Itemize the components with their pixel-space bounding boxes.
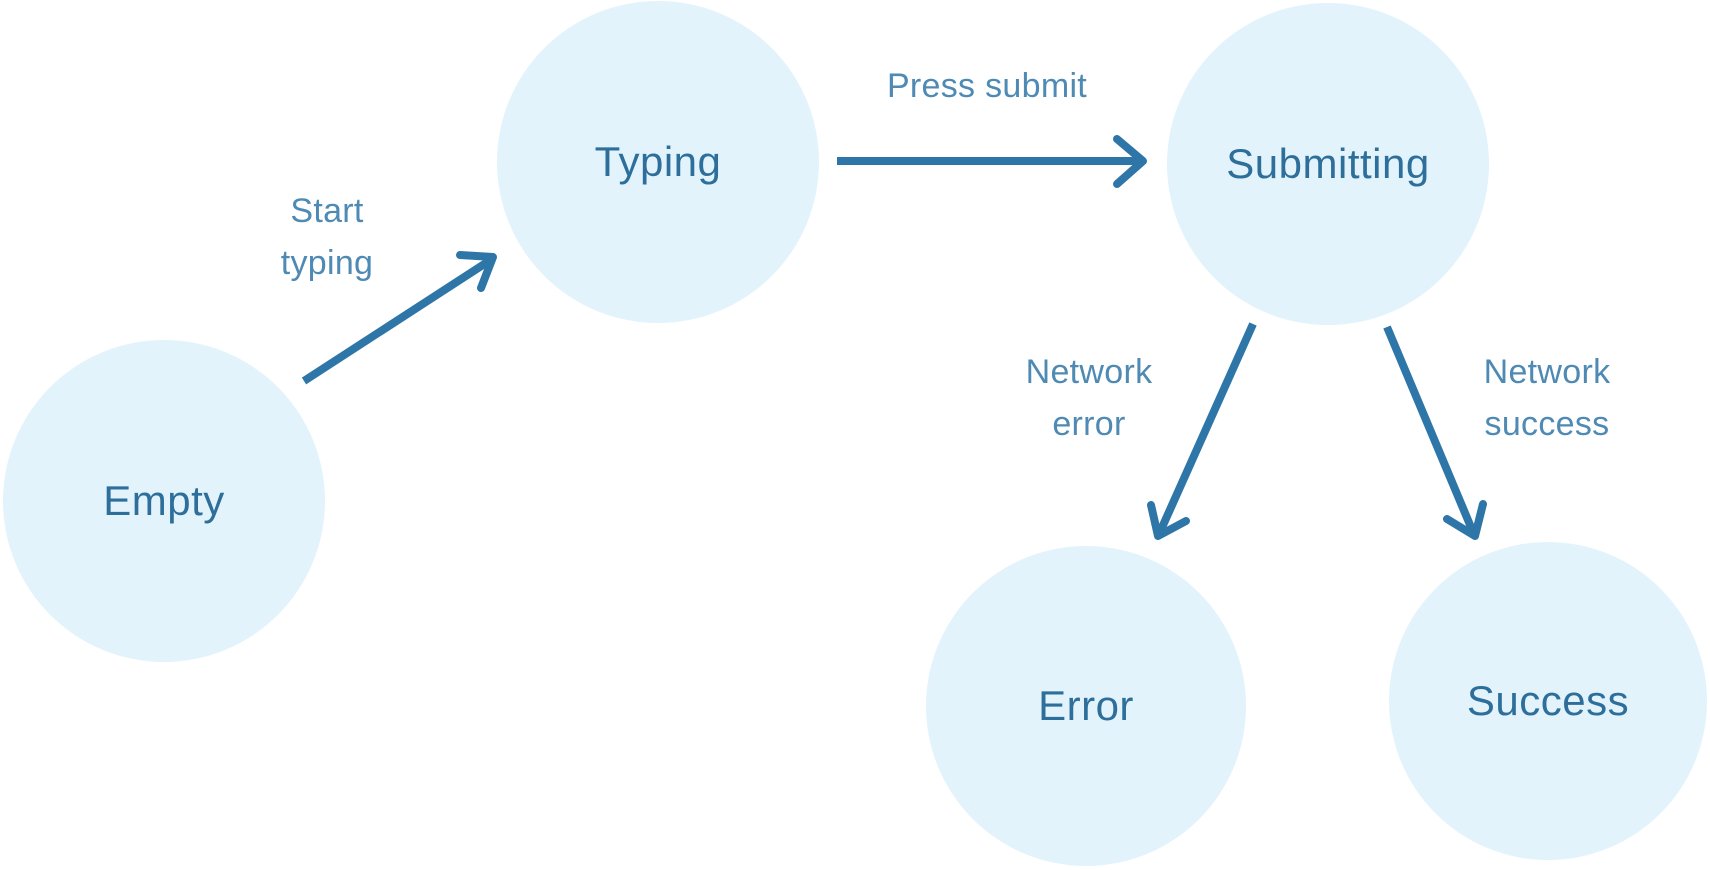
transition-label-press-submit: Press submit [886, 67, 1088, 105]
arrow-shaft [1383, 325, 1477, 534]
arrow-head [456, 251, 497, 292]
state-node-empty: Empty [3, 340, 325, 662]
arrow-head [1147, 501, 1190, 540]
arrow-press-submit [837, 135, 1147, 188]
arrow-network-error [1147, 322, 1257, 540]
transition-label-network-success: Network success [1483, 353, 1611, 443]
state-node-typing: Typing [497, 1, 819, 323]
arrow-start-typing [301, 251, 497, 385]
state-node-success: Success [1389, 542, 1707, 860]
state-node-label: Empty [103, 477, 225, 524]
state-node-label: Error [1038, 682, 1134, 729]
state-node-submitting: Submitting [1167, 3, 1489, 325]
state-node-error: Error [926, 546, 1246, 866]
arrow-shaft [1156, 322, 1257, 534]
state-node-label: Typing [594, 138, 722, 185]
arrow-network-success [1383, 325, 1487, 540]
state-node-label: Success [1466, 677, 1630, 724]
transition-label-network-error: Network error [1025, 353, 1153, 443]
arrow-head [1113, 135, 1147, 188]
arrow-shaft [301, 257, 492, 385]
arrow-head [1443, 500, 1487, 540]
state-node-label: Submitting [1226, 140, 1430, 187]
transition-label-start-typing: Start typing [280, 192, 374, 282]
